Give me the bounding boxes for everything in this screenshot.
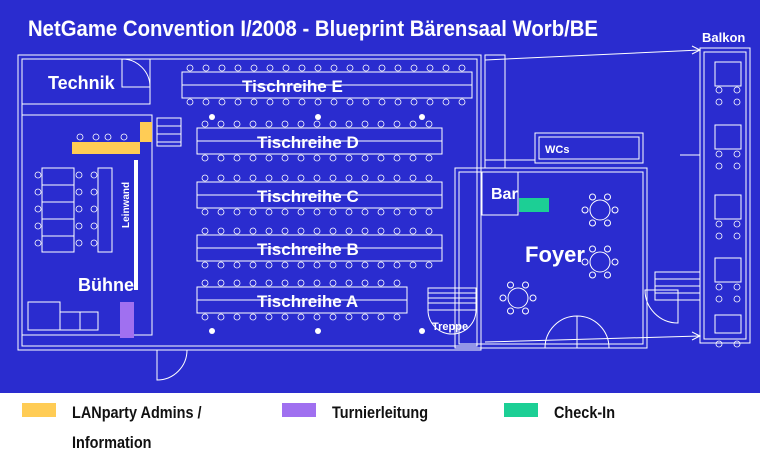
legend-label-admins: LANparty Admins / Information bbox=[72, 403, 202, 452]
leinwand-label: Leinwand bbox=[121, 182, 132, 228]
blueprint-drawing: NetGame Convention I/2008 - Blueprint Bä… bbox=[17, 16, 751, 381]
turnier-desk bbox=[120, 302, 134, 338]
legend-item-checkin: Check-In bbox=[504, 398, 626, 428]
bar-label: Bar bbox=[491, 186, 518, 203]
legend-label-turnier: Turnierleitung bbox=[332, 403, 429, 422]
row-label-c: Tischreihe C bbox=[257, 187, 359, 206]
row-label-a: Tischreihe A bbox=[257, 292, 358, 311]
balcony bbox=[699, 47, 751, 344]
treppe-steps bbox=[427, 287, 477, 311]
wcs-label: WCs bbox=[545, 144, 569, 156]
floor-plan: NetGame Convention I/2008 - Blueprint Bä… bbox=[0, 0, 760, 393]
plan-title: NetGame Convention I/2008 - Blueprint Bä… bbox=[28, 16, 598, 41]
stage-area bbox=[21, 114, 153, 336]
hall-outline bbox=[17, 54, 482, 351]
foyer-label: Foyer bbox=[525, 242, 585, 267]
legend-item-turnier: Turnierleitung bbox=[282, 398, 445, 428]
buehne-label: Bühne bbox=[78, 275, 134, 295]
row-label-d: Tischreihe D bbox=[257, 133, 359, 152]
legend-label-checkin: Check-In bbox=[554, 403, 616, 422]
checkin-desk bbox=[519, 198, 549, 212]
wc-room bbox=[534, 132, 644, 164]
treppe-label: Treppe bbox=[432, 321, 468, 333]
legend-swatch-checkin bbox=[504, 403, 538, 417]
legend: LANparty Admins / Information Turnierlei… bbox=[0, 398, 760, 453]
legend-swatch-turnier bbox=[282, 403, 316, 417]
legend-item-admins: LANparty Admins / Information bbox=[22, 398, 224, 458]
row-label-b: Tischreihe B bbox=[257, 240, 359, 259]
admin-desk bbox=[72, 122, 152, 154]
technik-label: Technik bbox=[48, 73, 116, 93]
leinwand-screen bbox=[134, 160, 138, 290]
balkon-label: Balkon bbox=[702, 30, 745, 45]
foyer-room bbox=[454, 167, 648, 349]
row-label-e: Tischreihe E bbox=[242, 77, 343, 96]
legend-swatch-admins bbox=[22, 403, 56, 417]
